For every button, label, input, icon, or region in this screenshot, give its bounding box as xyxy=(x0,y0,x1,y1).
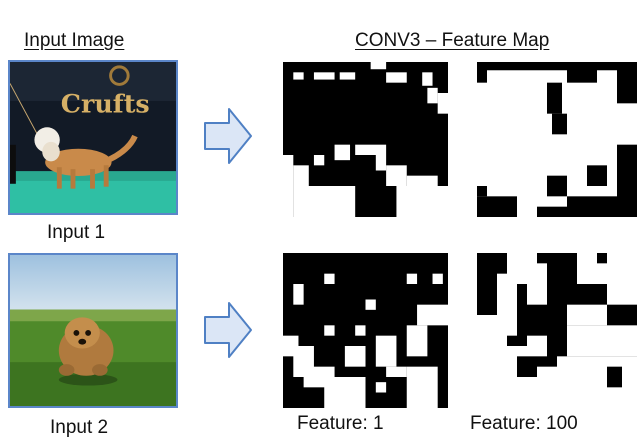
feature-1-label: Feature: 1 xyxy=(297,413,384,434)
feature-map-heading: CONV3 – Feature Map xyxy=(355,30,550,51)
feature-map-input-1-feature-100 xyxy=(477,62,637,217)
input-1-photo: Crufts xyxy=(8,60,178,215)
crufts-logo-text: Crufts xyxy=(61,89,150,119)
feature-map-input-2-feature-1 xyxy=(283,253,448,408)
feature-map-input-2-feature-100 xyxy=(477,253,637,408)
right-arrow-icon xyxy=(203,107,253,165)
feature-100-label: Feature: 100 xyxy=(470,413,578,434)
input-image-heading: Input Image xyxy=(24,30,125,51)
feature-map-input-1-feature-1 xyxy=(283,62,448,217)
input-2-photo xyxy=(8,253,178,408)
input-2-caption: Input 2 xyxy=(50,417,109,438)
input-1-caption: Input 1 xyxy=(47,222,106,243)
right-arrow-icon xyxy=(203,301,253,359)
